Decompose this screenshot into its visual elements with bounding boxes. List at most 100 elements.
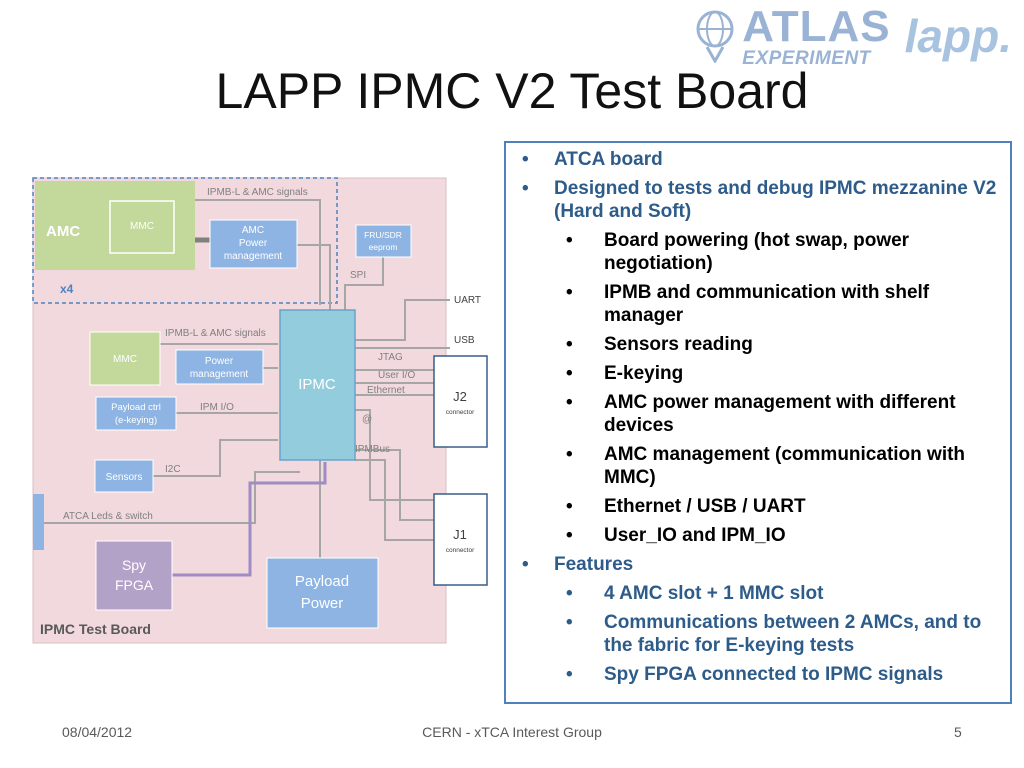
bullet-text: User_IO and IPM_IO (604, 525, 786, 546)
fru-label-1: FRU/SDR (364, 230, 402, 240)
payload-power-label-1: Payload (295, 573, 349, 590)
ipm-io-label: IPM I/O (200, 402, 234, 413)
userio-label: User I/O (378, 370, 415, 381)
mmc-block (89, 331, 161, 386)
logos: ATLAS EXPERIMENT lapp. (692, 4, 1012, 68)
lapp-logo: lapp. (904, 10, 1012, 62)
ipmb-amc-label: IPMB-L & AMC signals (165, 328, 266, 339)
slide-title: LAPP IPMC V2 Test Board (215, 63, 809, 119)
bullet-text: AMC management (communication with MMC) (604, 444, 966, 488)
amc-power-block (209, 219, 298, 269)
power-mgmt-label-1: Power (205, 356, 234, 367)
amc-multiplier: x4 (60, 282, 74, 296)
bullet-item: • Features (506, 553, 1010, 576)
bullet-item: • Sensors reading (506, 333, 1010, 356)
bullet-dot-icon: • (522, 178, 529, 199)
bullet-dot-icon: • (566, 282, 573, 303)
j2-sublabel: connector (446, 409, 475, 416)
fru-label-2: eeprom (369, 242, 398, 252)
bullet-item: •Spy FPGA connected to IPMC signals (506, 663, 1010, 686)
bullet-dot-icon: • (566, 496, 573, 517)
bullet-item: • ATCA board (506, 148, 1010, 171)
bullet-text: Board powering (hot swap, power negotiat… (604, 230, 910, 274)
bullet-text: ATCA board (554, 149, 663, 170)
bullet-text: E-keying (604, 363, 684, 384)
bullet-text: 4 AMC slot + 1 MMC slot (604, 583, 824, 604)
footer-page-number: 5 (954, 724, 962, 740)
amc-power-label-2: Power (239, 238, 268, 249)
atlas-subtitle: EXPERIMENT (742, 47, 871, 69)
feature-list-box: • ATCA board • Designed to tests and debug … (504, 141, 1012, 704)
board-label: IPMC Test Board (40, 621, 151, 637)
payload-ctrl-label-1: Payload ctrl (111, 402, 161, 413)
bullet-item: • IPMB and communication with shelf manag… (506, 281, 1010, 327)
bullet-dot-icon: • (566, 363, 573, 384)
bullet-text: Communications between 2 AMCs, and to th… (604, 612, 982, 656)
j1-connector (433, 493, 488, 586)
bullet-item: • 4 AMC slot + 1 MMC slot (506, 582, 1010, 605)
bullet-dot-icon: • (522, 554, 529, 575)
payload-ctrl-label-2: (e-keying) (115, 415, 157, 426)
amc-power-label-3: management (224, 251, 283, 262)
bullet-dot-icon: • (566, 334, 573, 355)
atlas-word: ATLAS (742, 1, 891, 51)
jtag-label: JTAG (378, 352, 403, 363)
j2-connector (433, 355, 488, 448)
payload-power-block (266, 557, 379, 629)
bullet-item: • Communications between 2 AMCs, and to t… (506, 611, 1010, 657)
payload-power-label-2: Power (301, 595, 344, 612)
mmc-label: MMC (113, 354, 137, 365)
usb-label: USB (454, 335, 475, 346)
sensors-block (94, 459, 154, 493)
power-management-block (175, 349, 264, 385)
bullet-text: Features (554, 554, 634, 575)
bullet-text: AMC power management with different devi… (604, 392, 956, 436)
bullet-item: • Board powering (hot swap, power negotia… (506, 229, 1010, 275)
ipmbus-label: IPMBus (355, 444, 390, 455)
footer-center: CERN - xTCA Interest Group (422, 724, 602, 740)
bullet-dot-icon: • (522, 149, 529, 170)
ethernet-label: Ethernet (367, 385, 405, 396)
spy-fpga-label-1: Spy (122, 557, 146, 573)
uart-label: UART (454, 295, 481, 306)
j1-label: J1 (453, 527, 467, 542)
power-mgmt-label-2: management (190, 369, 249, 380)
at-label: @ (362, 414, 372, 425)
i2c-label: I2C (165, 464, 181, 475)
bullet-dot-icon: • (566, 230, 573, 251)
footer-date: 08/04/2012 (62, 724, 133, 740)
bullet-text: Designed to tests and debug IPMC mezzani… (554, 178, 997, 222)
atlas-logo: ATLAS EXPERIMENT (692, 1, 891, 69)
bullet-item: • Ethernet / USB / UART (506, 495, 1010, 518)
j1-sublabel: connector (446, 547, 475, 554)
atca-leds-block (33, 494, 44, 550)
sensors-label: Sensors (106, 472, 143, 483)
bullet-dot-icon: • (566, 392, 573, 413)
spy-fpga-block (95, 540, 173, 611)
bullet-dot-icon: • (566, 444, 573, 465)
feature-list: • ATCA board • Designed to tests and debug … (506, 143, 1010, 686)
bullet-text: Ethernet / USB / UART (604, 496, 806, 517)
spi-label: SPI (350, 270, 366, 281)
atlas-globe-icon (696, 10, 734, 63)
bullet-item: • User_IO and IPM_IO (506, 524, 1010, 547)
amc-label: AMC (46, 223, 80, 240)
bullet-text: Sensors reading (604, 334, 753, 355)
atca-leds-label: ATCA Leds & switch (63, 511, 153, 522)
bullet-item: • Designed to tests and debug IPMC mezzan… (506, 177, 1010, 223)
amc-mmc-block (109, 200, 175, 254)
amc-power-label-1: AMC (242, 225, 264, 236)
fru-eeprom-block (355, 224, 412, 258)
bullet-dot-icon: • (566, 612, 573, 633)
ipmc-label: IPMC (298, 376, 336, 393)
spy-fpga-link (172, 462, 327, 577)
bullet-dot-icon: • (566, 583, 573, 604)
payload-ctrl-block (95, 396, 177, 431)
bullet-text: Spy FPGA connected to IPMC signals (604, 664, 944, 685)
bullet-item: • E-keying (506, 362, 1010, 385)
spy-fpga-label-2: FPGA (115, 577, 154, 593)
bullet-item: • AMC power management with different dev… (506, 391, 1010, 437)
bullet-text: IPMB and communication with shelf manage… (604, 282, 930, 326)
bullet-dot-icon: • (566, 525, 573, 546)
bullet-item: • AMC management (communication with MMC) (506, 443, 1010, 489)
